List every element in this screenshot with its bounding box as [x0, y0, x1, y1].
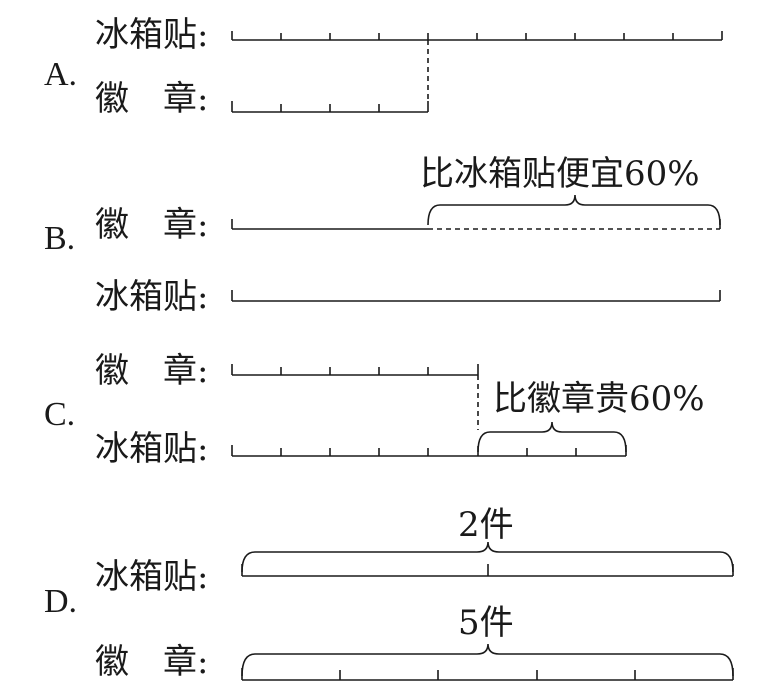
- option-a-badge-ticks: [231, 101, 429, 112]
- option-c-note: 比徽章贵60%: [493, 379, 705, 419]
- option-b-row2-label: 冰箱贴:: [95, 277, 209, 317]
- option-c-row1-label: 徽章:: [95, 351, 209, 391]
- option-c-badge-ticks: [231, 364, 479, 375]
- option-a-letter: A.: [44, 56, 78, 93]
- option-d-badge-ticks: [241, 668, 734, 680]
- option-d-letter: D.: [44, 583, 78, 620]
- option-d-row2-label: 徽章:: [95, 642, 209, 682]
- option-c-letter: C.: [44, 396, 76, 433]
- option-c-row2-label: 冰箱贴:: [95, 429, 209, 469]
- option-b-diagram: [231, 194, 721, 302]
- option-b-row1-label: 徽章:: [95, 205, 209, 245]
- option-c-brace: [477, 421, 627, 453]
- option-b-note: 比冰箱贴便宜60%: [420, 154, 700, 194]
- option-d-bottom-brace: [241, 643, 734, 677]
- option-c-fridge-magnet-ticks: [231, 445, 627, 456]
- option-d-note-2: 5件: [458, 603, 514, 643]
- option-d-top-brace: [241, 541, 734, 573]
- option-a-diagram: [231, 31, 723, 113]
- option-d-row1-label: 冰箱贴:: [95, 557, 209, 597]
- option-a-fridge-magnet-ticks: [231, 31, 723, 40]
- option-a-row2-label: 徽章:: [95, 79, 209, 119]
- option-b-brace: [427, 194, 721, 226]
- option-b-letter: B.: [44, 220, 76, 257]
- option-a-row1-label: 冰箱贴:: [95, 15, 209, 55]
- option-d-note-1: 2件: [458, 505, 514, 545]
- option-d-diagram: [241, 541, 734, 681]
- option-c-diagram: [231, 364, 627, 457]
